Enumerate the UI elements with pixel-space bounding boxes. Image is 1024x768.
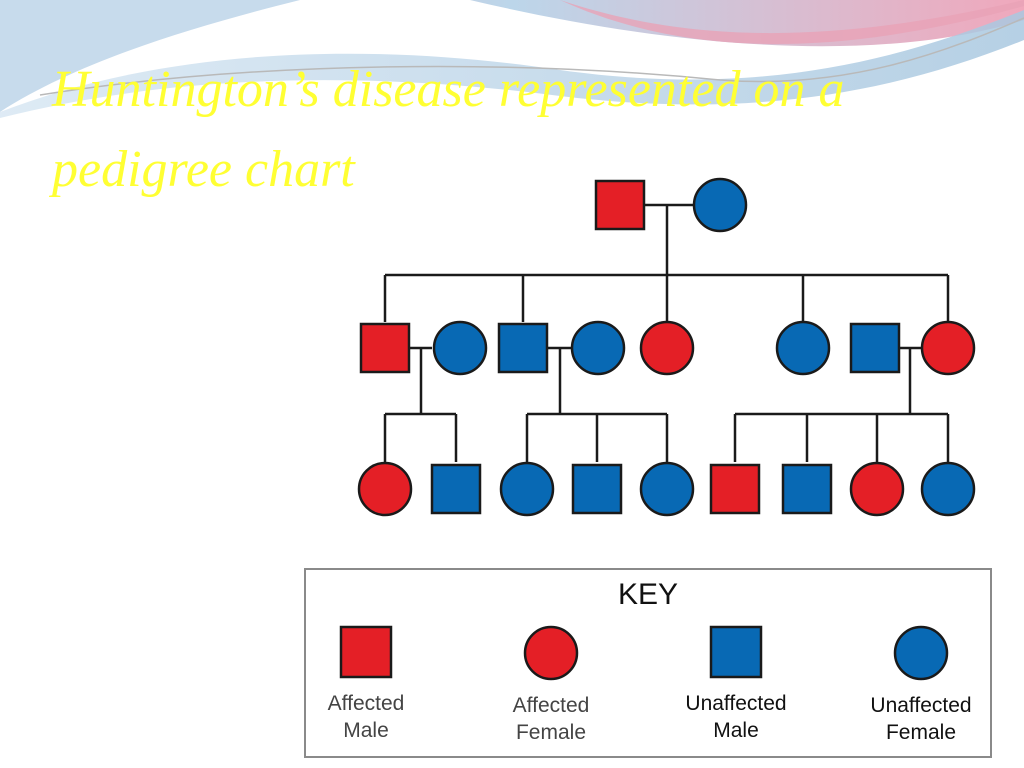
unaffected-female-gen3-9 bbox=[920, 461, 976, 517]
unaffected-female-gen1-2 bbox=[692, 177, 748, 233]
unaffected-female-symbol bbox=[893, 625, 949, 681]
unaffected-female-gen3-3 bbox=[499, 461, 555, 517]
affected-female-gen3-8 bbox=[849, 461, 905, 517]
unaffected-female-gen2-4 bbox=[570, 320, 626, 376]
key-entry-unaffected-female: Unaffected Female bbox=[846, 624, 996, 746]
key-entry-affected-female: Affected Female bbox=[476, 624, 626, 746]
slide-title: Huntington’s disease represented on a pe… bbox=[52, 61, 845, 198]
header-wave-line bbox=[39, 17, 1024, 96]
affected-male-gen1-1 bbox=[594, 179, 646, 231]
affected-male-gen2-1 bbox=[359, 322, 411, 374]
header-wave-pink bbox=[560, 0, 1024, 44]
affected-male-symbol bbox=[339, 625, 393, 679]
unaffected-male-symbol bbox=[709, 625, 763, 679]
unaffected-male-gen2-3 bbox=[497, 322, 549, 374]
key-title: KEY bbox=[617, 578, 679, 611]
header-wave-sweep bbox=[0, 10, 1024, 118]
affected-female-gen3-1 bbox=[357, 461, 413, 517]
key-label-unaffected-male: Unaffected Male bbox=[685, 692, 787, 742]
key-label-affected-female: Affected Female bbox=[512, 694, 590, 744]
key-label-affected-male: Affected Male bbox=[327, 692, 405, 742]
unaffected-female-gen2-6 bbox=[775, 320, 831, 376]
unaffected-male-gen3-4 bbox=[571, 463, 623, 515]
affected-female-gen2-5 bbox=[639, 320, 695, 376]
key-entry-affected-male: Affected Male bbox=[291, 624, 441, 744]
affected-male-gen3-6 bbox=[709, 463, 761, 515]
key-entry-unaffected-male: Unaffected Male bbox=[661, 624, 811, 744]
unaffected-male-gen3-7 bbox=[781, 463, 833, 515]
unaffected-female-gen2-2 bbox=[432, 320, 488, 376]
unaffected-male-gen2-7 bbox=[849, 322, 901, 374]
affected-female-gen2-8 bbox=[920, 320, 976, 376]
key-legend: KEY Affected Male Affected Female Unaffe… bbox=[304, 568, 992, 758]
header-wave-left bbox=[0, 0, 300, 112]
key-label-unaffected-female: Unaffected Female bbox=[870, 694, 972, 744]
unaffected-male-gen3-2 bbox=[430, 463, 482, 515]
affected-female-symbol bbox=[523, 625, 579, 681]
unaffected-female-gen3-5 bbox=[639, 461, 695, 517]
